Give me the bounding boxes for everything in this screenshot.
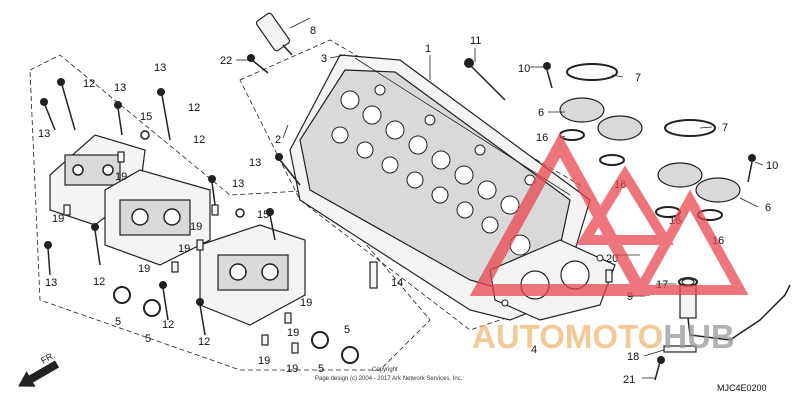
callout-12f: 12 (198, 336, 210, 348)
callout-7a: 7 (635, 72, 641, 84)
callout-19d: 19 (190, 221, 202, 233)
callout-22: 22 (220, 55, 232, 67)
callout-13e: 13 (249, 157, 261, 169)
callout-6a: 6 (538, 107, 544, 119)
callout-12b: 12 (188, 102, 200, 114)
callout-11: 11 (470, 35, 481, 47)
callout-13d: 13 (232, 178, 244, 190)
callout-19a: 19 (115, 171, 127, 183)
callout-6b: 6 (765, 202, 771, 214)
callout-13a: 13 (154, 62, 166, 74)
callout-12c: 12 (193, 134, 205, 146)
callout-18: 18 (627, 351, 639, 363)
callout-12e: 12 (162, 319, 174, 331)
callout-3: 3 (321, 53, 327, 65)
insulator-6[interactable] (559, 97, 741, 203)
bolt-10[interactable] (543, 62, 756, 183)
diagram-code: MJC4E0200 (717, 383, 767, 393)
flange-bolt-13[interactable] (40, 98, 301, 276)
stud-bolt-11[interactable] (464, 58, 506, 101)
dowel-pin-14[interactable] (369, 261, 378, 289)
copyright-line2: Page design (c) 2004 - 2017 Ark Network … (315, 376, 463, 382)
callout-13c: 13 (38, 128, 50, 140)
callout-12a: 12 (83, 78, 95, 90)
callout-19h: 19 (287, 327, 299, 339)
callout-10b: 10 (766, 160, 778, 172)
camshaft-holder-right[interactable] (199, 224, 306, 326)
callout-19e: 19 (178, 243, 190, 255)
bolt-22[interactable] (247, 54, 269, 74)
callout-19b: 19 (52, 213, 64, 225)
callout-15a: 15 (140, 111, 152, 123)
callout-19i: 19 (300, 297, 312, 309)
watermark-logo: AUTOMOTOHUB (469, 132, 749, 355)
callout-7b: 7 (722, 122, 728, 134)
o-ring-5[interactable] (113, 286, 359, 364)
callout-14: 14 (391, 277, 403, 289)
callout-1: 1 (425, 43, 431, 55)
band-7[interactable] (566, 63, 716, 137)
callout-19g: 19 (286, 363, 298, 375)
callout-5c: 5 (344, 324, 350, 336)
callout-10a: 10 (518, 63, 530, 75)
flange-bolt-12[interactable] (57, 78, 206, 336)
callout-12d: 12 (93, 276, 105, 288)
head-gasket[interactable] (489, 239, 616, 321)
washer-15[interactable] (140, 130, 245, 218)
callout-19f: 19 (258, 355, 270, 367)
callout-9: 9 (627, 291, 633, 303)
callout-15b: 15 (257, 209, 269, 221)
front-direction-arrow: FR. (18, 350, 60, 387)
callout-19c: 19 (138, 263, 150, 275)
callout-13f: 13 (45, 277, 57, 289)
watermark-text: AUTOMOTOHUB (472, 318, 735, 355)
collar-19[interactable] (63, 151, 299, 354)
spark-plug-8[interactable] (255, 12, 293, 56)
copyright-line1: Copyright (372, 367, 398, 373)
callout-4: 4 (531, 344, 537, 356)
callout-5b: 5 (145, 333, 151, 345)
callout-2: 2 (275, 134, 281, 146)
callout-8: 8 (310, 25, 316, 37)
callout-21: 21 (623, 374, 635, 386)
callout-5a: 5 (115, 316, 121, 328)
callout-5d: 5 (318, 363, 324, 375)
camshaft-holder-left[interactable] (104, 169, 211, 266)
callout-16a: 16 (536, 132, 548, 144)
callout-13b: 13 (114, 82, 126, 94)
